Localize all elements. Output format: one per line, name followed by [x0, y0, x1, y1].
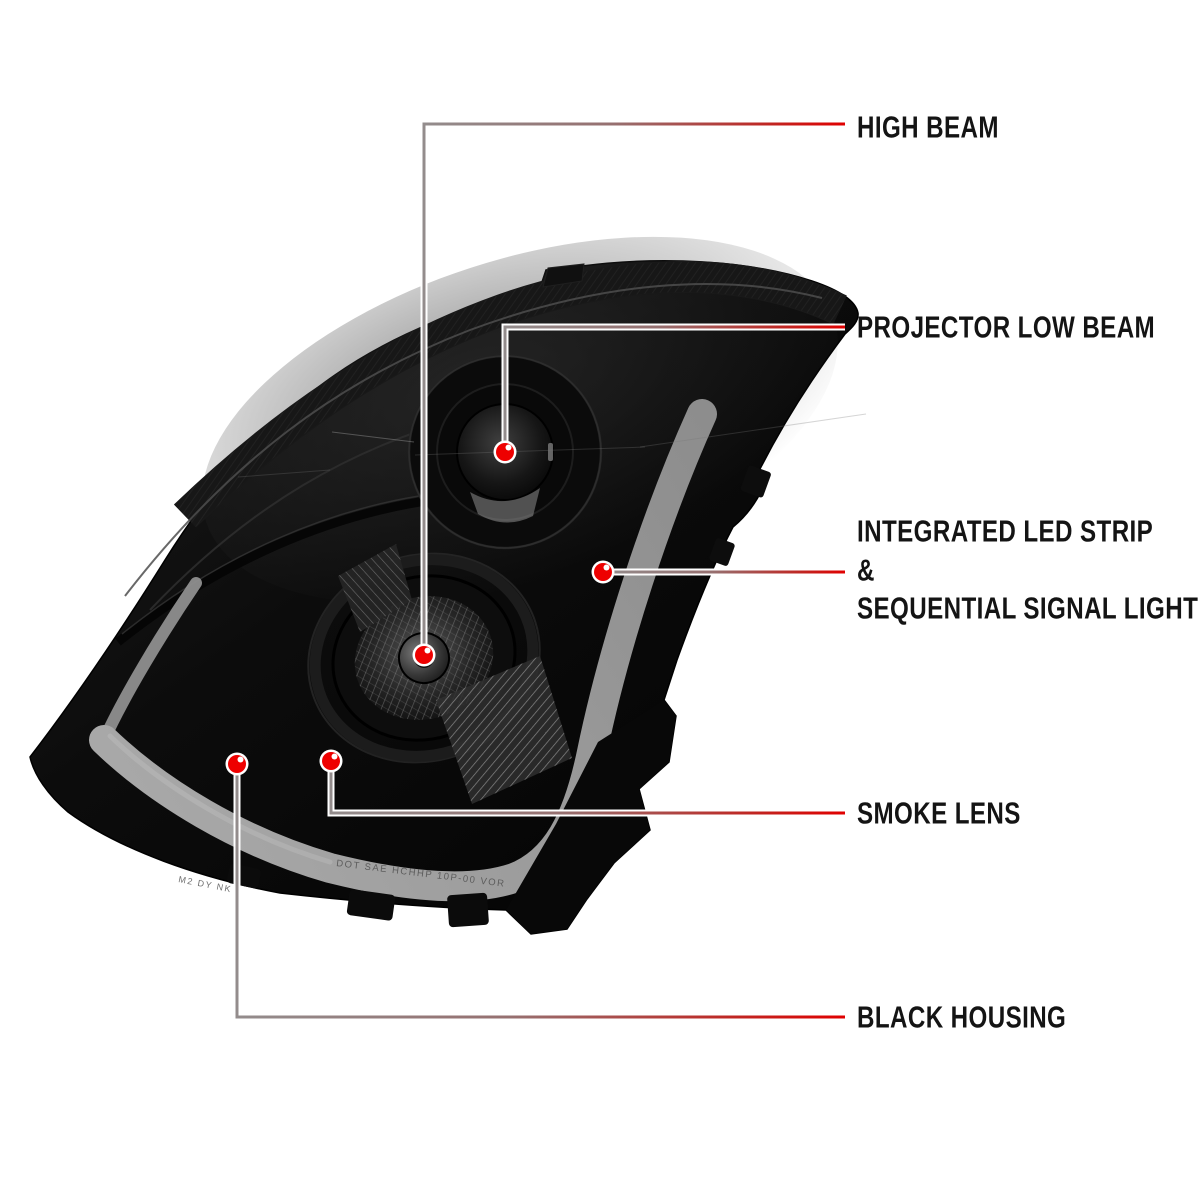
callout-label-smoke-lens: SMOKE LENS — [857, 795, 1021, 831]
callout-label-led-strip-line-3: SEQUENTIAL SIGNAL LIGHT — [857, 590, 1199, 626]
callout-dot-projector-low-beam — [496, 443, 514, 461]
callout-layer — [225, 120, 845, 1021]
lens-reflection-1 — [331, 431, 415, 443]
callout-dot-integrated-led-strip — [594, 563, 612, 581]
headlight-illustration: DOT SAE HCHHP 10P-00 VOR M2 DY NK — [29, 236, 867, 935]
bottom-bracket — [506, 700, 676, 934]
led-strip-gloss — [107, 733, 333, 865]
eyebrow-highlight — [121, 493, 433, 635]
reflector-mesh-hatch — [338, 544, 412, 632]
bracket-tab-1 — [740, 465, 771, 498]
callout-label-led-strip-line-1: INTEGRATED LED STRIP — [857, 513, 1154, 549]
callout-line-projector-low-beam — [503, 325, 845, 452]
top-tab — [542, 263, 585, 288]
callout-line-high-beam — [422, 122, 845, 655]
lens-reflection-3 — [237, 469, 331, 478]
callout-dot-high-beam — [415, 646, 433, 664]
lens-reflection-2 — [639, 413, 867, 448]
top-rim-highlight — [124, 283, 823, 597]
callout-dot-highlight-integrated-led-strip — [603, 564, 610, 571]
callout-line-smoke-lens — [329, 761, 845, 815]
led-strip-upper — [98, 577, 202, 746]
eyebrow-crease — [115, 495, 433, 646]
callout-line-black-housing — [235, 764, 845, 1019]
bracket-tab-2 — [709, 538, 735, 566]
callout-dot-black-housing — [228, 755, 246, 773]
housing-top-band-texture — [174, 262, 847, 527]
callout-label-led-strip-line-2: & — [857, 552, 875, 588]
callout-label-projector-low-beam: PROJECTOR LOW BEAM — [857, 309, 1156, 345]
callout-dot-highlight-projector-low-beam — [505, 444, 512, 451]
callout-dot-smoke-lens — [322, 752, 340, 770]
callout-dot-highlight-black-housing — [237, 756, 244, 763]
callout-label-high-beam: HIGH BEAM — [857, 109, 999, 145]
callout-dot-highlight-high-beam — [424, 647, 431, 654]
reflector-flutes-hatch — [436, 656, 572, 804]
bracket-foot-1 — [346, 889, 396, 921]
callout-label-black-housing: BLACK HOUSING — [857, 999, 1067, 1035]
bracket-foot-2 — [447, 892, 489, 928]
callout-dot-highlight-smoke-lens — [331, 753, 338, 760]
